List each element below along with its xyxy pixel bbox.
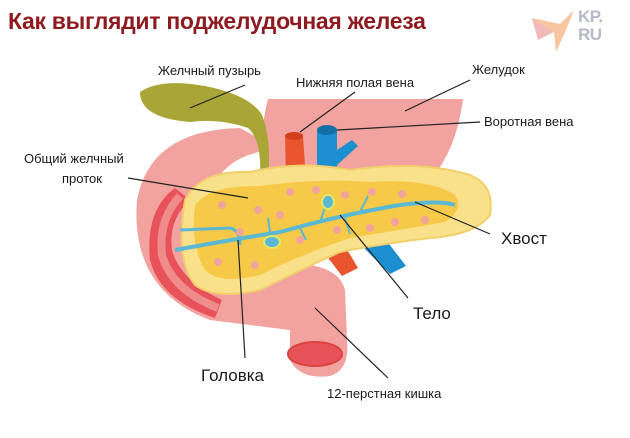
label-portal-vein: Воротная вена bbox=[484, 114, 574, 129]
label-ivc: Нижняя полая вена bbox=[296, 75, 415, 90]
lobules bbox=[214, 186, 429, 269]
duodenum-opening bbox=[287, 341, 343, 367]
label-gallbladder: Желчный пузырь bbox=[158, 63, 261, 78]
label-stomach: Желудок bbox=[472, 62, 525, 77]
gallbladder-shape bbox=[140, 83, 270, 215]
label-duodenum: 12-перстная кишка bbox=[327, 386, 442, 401]
label-body: Тело bbox=[413, 304, 451, 323]
logo-text-ru: RU bbox=[578, 25, 602, 44]
pancreatic-duct bbox=[174, 200, 456, 252]
logo-text-kp: KP. bbox=[578, 7, 603, 26]
bird-icon bbox=[532, 10, 574, 52]
label-common-bile-duct-2: проток bbox=[62, 171, 102, 186]
label-common-bile-duct-1: Общий желчный bbox=[24, 151, 124, 166]
kp-ru-logo: KP. RU bbox=[530, 4, 626, 54]
duodenum-shape bbox=[136, 128, 348, 377]
page-title: Как выглядит поджелудочная железа bbox=[8, 8, 426, 34]
label-tail: Хвост bbox=[501, 229, 547, 248]
label-head: Головка bbox=[201, 366, 265, 385]
